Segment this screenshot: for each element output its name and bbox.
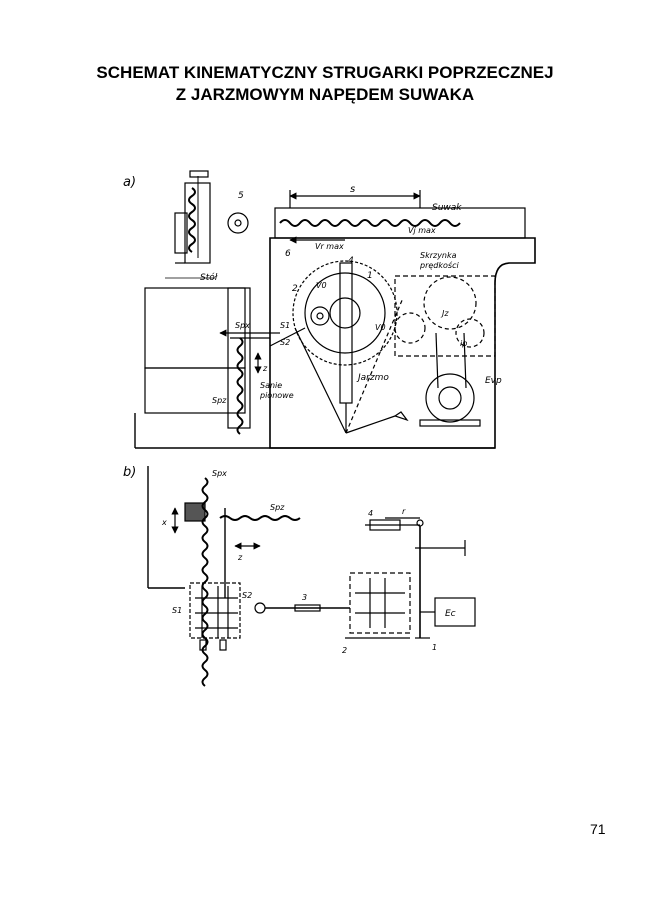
spx-label: Spx [235, 321, 250, 330]
vjmax-label: Vj max [408, 226, 436, 235]
b-spz-label: Spz [270, 503, 285, 512]
page-title: SCHEMAT KINEMATYCZNY STRUGARKI POPRZECZN… [0, 62, 650, 106]
gear-box [394, 275, 496, 357]
label-5: 5 [238, 191, 244, 201]
label-6: 6 [285, 249, 291, 259]
table-stol [144, 287, 246, 369]
label-2: 2 [292, 284, 298, 294]
panel-b-label: b) [123, 465, 136, 480]
skrzynka-label-1: Skrzynka [420, 251, 457, 260]
b-s1-label: S1 [172, 606, 182, 615]
evp-label: Evp [485, 376, 502, 386]
stroke-length-label: s [350, 184, 355, 195]
title-line-1: SCHEMAT KINEMATYCZNY STRUGARKI POPRZECZN… [96, 63, 554, 82]
stol-label: Stół [200, 272, 218, 283]
machine-body [269, 237, 536, 449]
crank-wheel-outer [292, 260, 398, 366]
diagram-svg: a) s Suwak Vj max Vr max 5 6 4 [123, 170, 536, 687]
v0-label-bottom: V0 [375, 323, 386, 332]
yoke-jarzmo [339, 262, 353, 404]
ram-suwak [274, 207, 526, 239]
diagram-a: a) s Suwak Vj max Vr max 5 6 4 [123, 170, 536, 449]
b-label-2: 2 [342, 646, 347, 655]
sanie-label-2: pionowe [259, 391, 294, 400]
b-ec-label: Ec [445, 609, 456, 619]
skrzynka-label-2: prędkości [419, 260, 459, 270]
b-x-label: x [161, 518, 167, 527]
jarzmo-label: Jarzmo [356, 373, 389, 383]
ip-label: ip [460, 339, 467, 348]
b-label-1: 1 [432, 643, 437, 652]
b-spx-label: Spx [212, 469, 227, 478]
b-label-3: 3 [302, 593, 307, 602]
vrmax-label: Vr max [315, 242, 344, 251]
v0-label-top: V0 [316, 281, 327, 290]
jz-label: Jz [440, 309, 449, 318]
spz-label: Spz [212, 396, 227, 405]
kinematic-diagram: a) s Suwak Vj max Vr max 5 6 4 [120, 168, 540, 688]
diagram-b: b) x Spx Spz z S1 S2 3 [123, 465, 476, 687]
label-1: 1 [367, 271, 373, 281]
b-z-label: z [237, 553, 243, 562]
s1-label: S1 [280, 321, 290, 330]
page-number: 71 [590, 821, 606, 837]
crank-wheel [304, 272, 386, 354]
label-4: 4 [348, 256, 354, 266]
suwak-label: Suwak [432, 203, 462, 213]
title-line-2: Z JARZMOWYM NAPĘDEM SUWAKA [175, 85, 475, 104]
panel-a-label: a) [123, 175, 136, 190]
b-label-4: 4 [368, 509, 373, 518]
motor-evp [425, 373, 475, 423]
b-gearbox [349, 572, 411, 634]
sanie-label-1: Sanie [260, 381, 282, 390]
s2-label: S2 [280, 338, 290, 347]
z-label: z [262, 364, 268, 373]
b-r-label: r [402, 507, 406, 516]
b-s2-label: S2 [242, 591, 252, 600]
